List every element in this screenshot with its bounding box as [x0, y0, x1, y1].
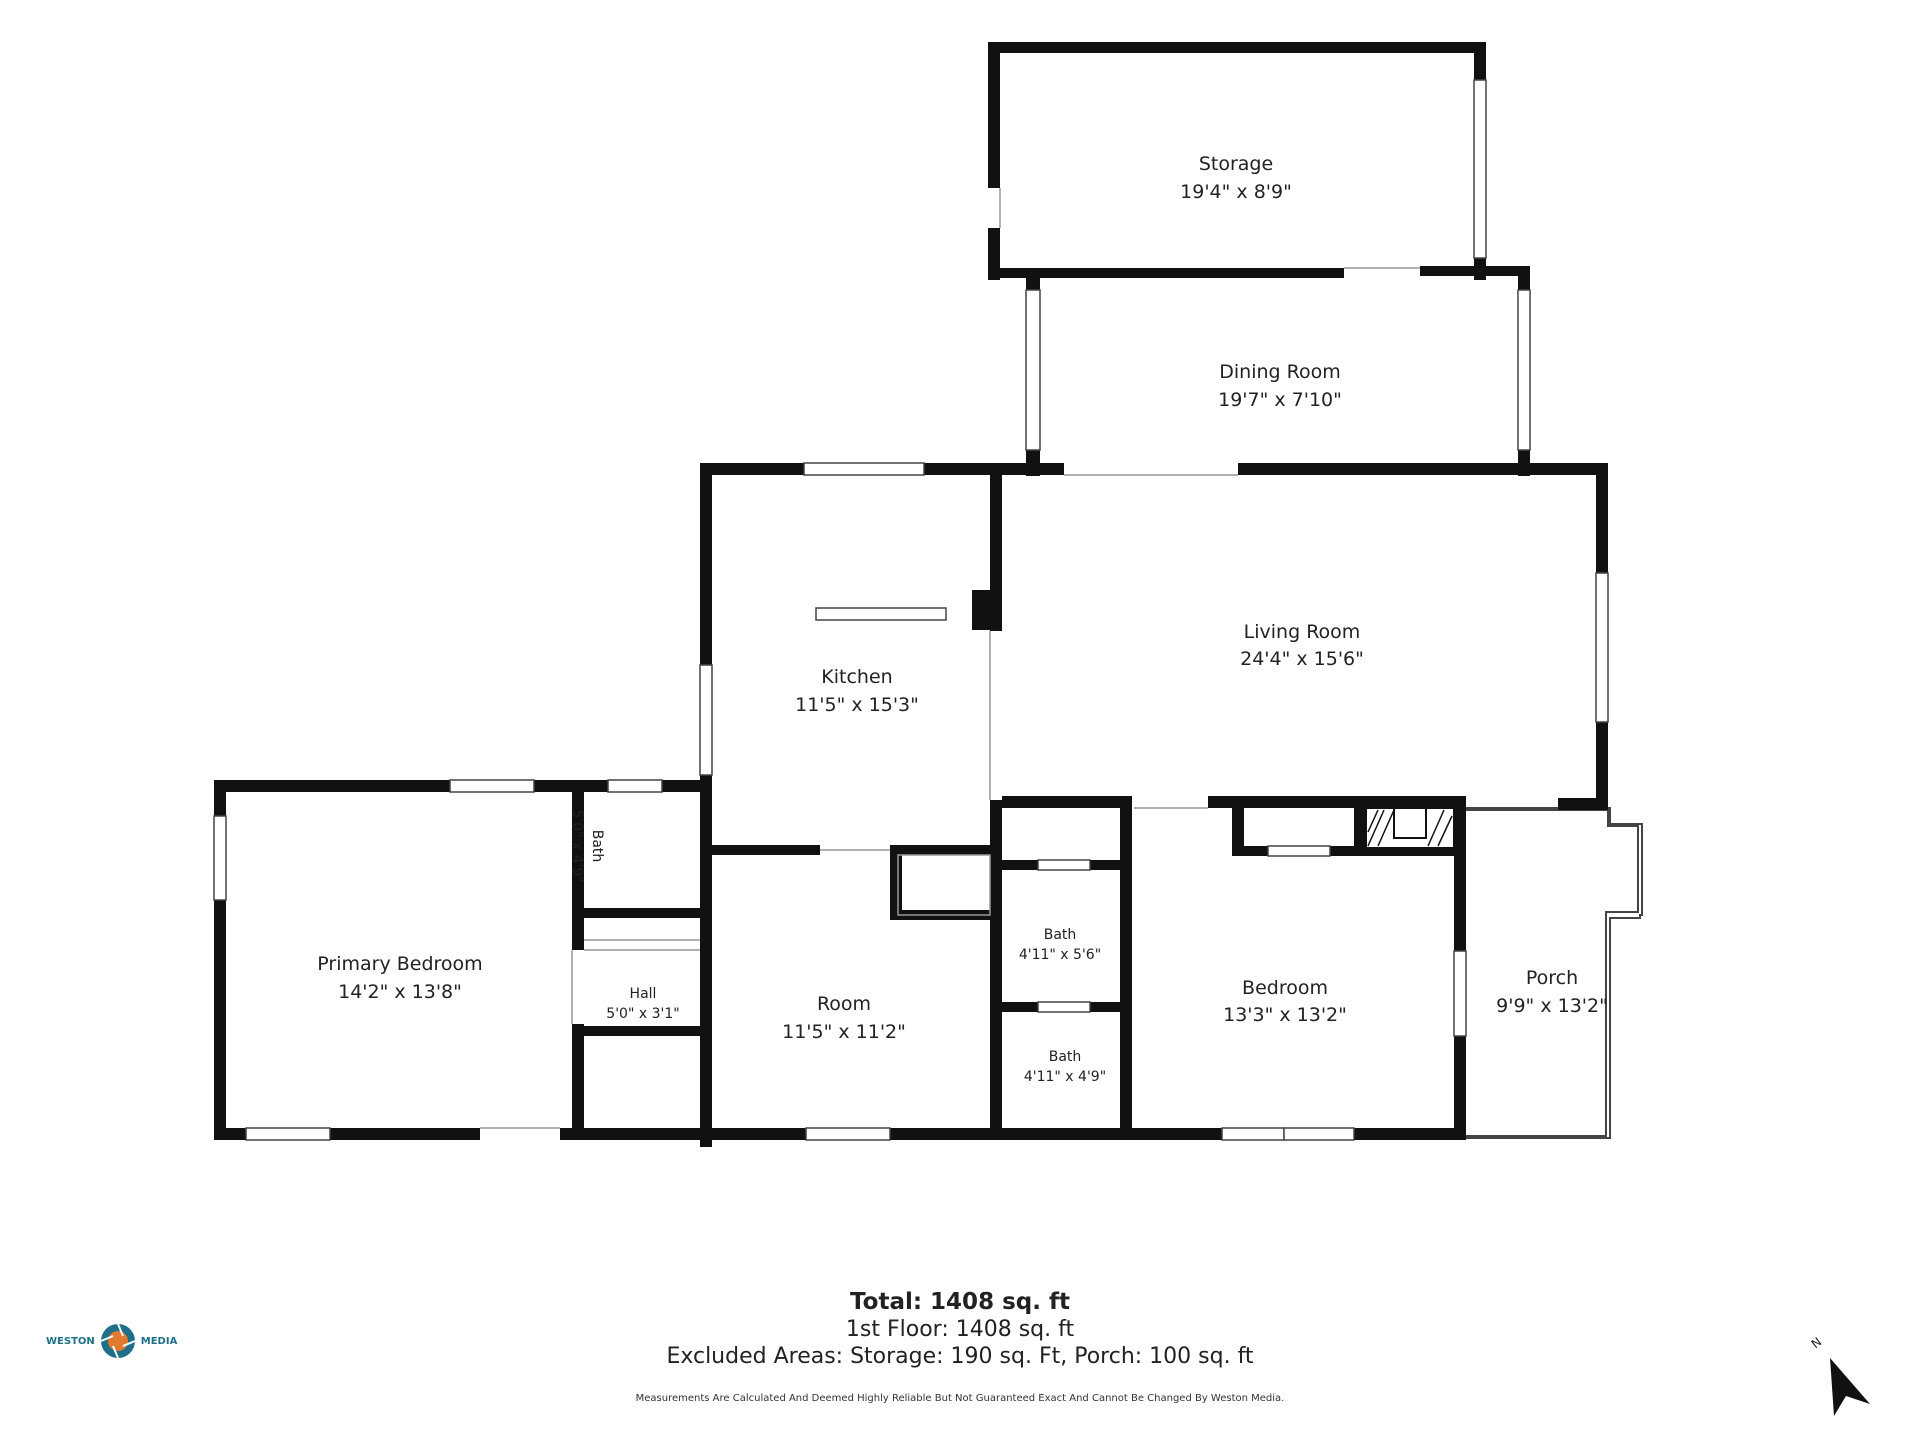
dining-dims: 19'7" x 7'10" — [1218, 389, 1342, 411]
room-labels: Storage 19'4" x 8'9" Dining Room 19'7" x… — [317, 153, 1608, 1085]
kitchen-name: Kitchen — [821, 666, 892, 688]
bedroom-dims: 13'3" x 13'2" — [1223, 1004, 1347, 1026]
bath1-name: Bath — [1044, 927, 1077, 943]
total-area: Total: 1408 sq. ft — [850, 1289, 1070, 1315]
area-summary: Total: 1408 sq. ft 1st Floor: 1408 sq. f… — [666, 1288, 1253, 1370]
primary-bedroom-name: Primary Bedroom — [317, 953, 482, 975]
bath2-dims: 4'11" x 4'9" — [1024, 1069, 1106, 1085]
north-arrow-icon: N — [1809, 1335, 1872, 1418]
kitchen-dims: 11'5" x 15'3" — [795, 694, 919, 716]
fireplace — [1365, 807, 1455, 849]
windows — [213, 79, 1609, 1141]
living-dims: 24'4" x 15'6" — [1240, 648, 1364, 670]
weston-media-logo: WESTON MEDIA — [46, 1322, 177, 1360]
bath-small-dims: 5'0" x 4'9" — [569, 809, 585, 882]
logo-word-left: WESTON — [46, 1335, 95, 1347]
dining-name: Dining Room — [1219, 361, 1340, 383]
porch-dims: 9'9" x 13'2" — [1496, 995, 1608, 1017]
logo-word-right: MEDIA — [140, 1335, 178, 1347]
porch-outline — [1466, 807, 1643, 1139]
disclaimer: Measurements Are Calculated And Deemed H… — [635, 1393, 1285, 1404]
room-name: Room — [817, 993, 871, 1015]
excluded-areas: Excluded Areas: Storage: 190 sq. Ft, Por… — [666, 1344, 1254, 1369]
porch-name: Porch — [1526, 967, 1578, 989]
bath-small-name: Bath — [589, 830, 605, 863]
storage-name: Storage — [1199, 153, 1273, 175]
bath1-dims: 4'11" x 5'6" — [1019, 947, 1101, 963]
hall-dims: 5'0" x 3'1" — [606, 1006, 679, 1022]
living-name: Living Room — [1244, 621, 1361, 643]
bedroom-name: Bedroom — [1242, 977, 1328, 999]
openings — [480, 188, 1420, 1129]
bath2-name: Bath — [1049, 1049, 1082, 1065]
primary-bedroom-dims: 14'2" x 13'8" — [338, 981, 462, 1003]
floor-area: 1st Floor: 1408 sq. ft — [845, 1317, 1075, 1342]
storage-dims: 19'4" x 8'9" — [1180, 181, 1292, 203]
hall-name: Hall — [630, 986, 657, 1002]
camera-aperture-icon — [100, 1323, 136, 1359]
room-dims: 11'5" x 11'2" — [782, 1021, 906, 1043]
